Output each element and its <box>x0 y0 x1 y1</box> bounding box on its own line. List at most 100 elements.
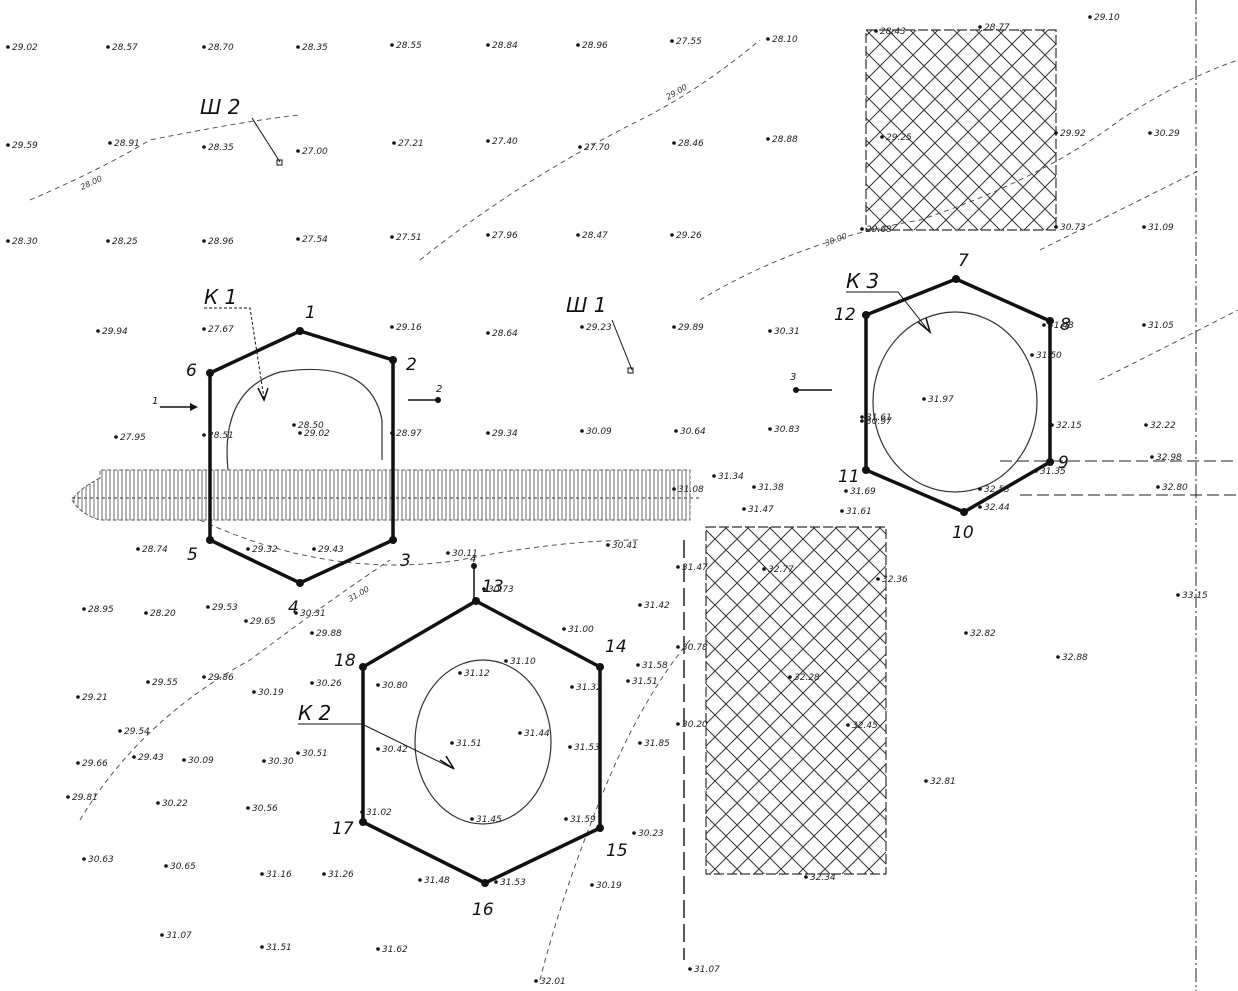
elevation-label: 31.35 <box>1040 467 1066 477</box>
elevation-point <box>144 611 148 615</box>
elevation-label: 31.62 <box>382 945 408 955</box>
hexagon-k3 <box>862 275 1054 516</box>
elevation-label: 32.15 <box>1056 421 1082 431</box>
elevation-point <box>924 779 928 783</box>
elevation-label: 28.70 <box>208 43 234 53</box>
elevation-label: 32.53 <box>984 485 1010 495</box>
elevation-label: 28.46 <box>678 139 704 149</box>
elevation-point <box>486 431 490 435</box>
elevation-point <box>1142 323 1146 327</box>
elevation-point <box>6 239 10 243</box>
elevation-label: 32.36 <box>882 575 908 585</box>
elevation-point <box>202 145 206 149</box>
elevation-point <box>860 419 864 423</box>
elevation-point <box>1042 323 1046 327</box>
elevation-point <box>562 627 566 631</box>
elevation-point <box>146 680 150 684</box>
elevation-label: 31.50 <box>1036 351 1062 361</box>
elevation-label: 31.32 <box>576 683 602 693</box>
label-k2: К 2 <box>298 701 331 725</box>
elevation-point <box>458 671 462 675</box>
vertex-label: 8 <box>1060 315 1071 335</box>
elevation-point <box>752 485 756 489</box>
elevation-label: 30.11 <box>452 549 478 559</box>
elevation-label: 30.73 <box>488 585 514 595</box>
elevation-label: 32.45 <box>852 721 878 731</box>
elevation-point <box>252 690 256 694</box>
elevation-point <box>672 487 676 491</box>
elevation-point <box>768 427 772 431</box>
elevation-label: 29.92 <box>1060 129 1086 139</box>
elevation-point <box>518 731 522 735</box>
elevation-label: 30.20 <box>682 720 708 730</box>
arrow-label: 3 <box>790 372 796 383</box>
elevation-point <box>296 149 300 153</box>
elevation-point <box>672 325 676 329</box>
elevation-label: 30.31 <box>300 609 326 619</box>
elevation-label: 32.34 <box>810 873 836 883</box>
elevation-point <box>164 864 168 868</box>
elevation-label: 30.97 <box>866 417 892 427</box>
elevation-label: 32.01 <box>540 977 566 987</box>
elevation-point <box>486 43 490 47</box>
elevation-label: 29.34 <box>492 429 518 439</box>
vertex-label: 13 <box>482 577 504 597</box>
elevation-label: 31.58 <box>642 661 668 671</box>
elevation-point <box>580 325 584 329</box>
elevation-label: 29.55 <box>152 678 178 688</box>
elevation-label: 29.02 <box>12 43 38 53</box>
arrow-label: 1 <box>152 396 158 407</box>
elevation-point <box>568 745 572 749</box>
vertex-label: 12 <box>834 305 856 325</box>
elevation-point <box>390 431 394 435</box>
elevation-point <box>922 397 926 401</box>
elevation-point <box>376 683 380 687</box>
elevation-label: 31.61 <box>866 413 892 423</box>
elevation-label: 30.19 <box>596 881 622 891</box>
elevation-label: 30.83 <box>774 425 800 435</box>
elevation-label: 32.98 <box>1156 453 1182 463</box>
elevation-point <box>312 547 316 551</box>
elevation-point <box>580 429 584 433</box>
elevation-label: 32.44 <box>984 503 1010 513</box>
elevation-label: 31.53 <box>574 743 600 753</box>
elevation-label: 29.65 <box>250 617 276 627</box>
elevation-label: 31.85 <box>644 739 670 749</box>
vertex-label: 10 <box>952 523 974 543</box>
elevation-point <box>860 415 864 419</box>
elevation-point <box>470 817 474 821</box>
elevation-point <box>66 795 70 799</box>
label-k1: К 1 <box>204 285 237 309</box>
elevation-point <box>636 663 640 667</box>
elevation-label: 28.97 <box>396 429 422 439</box>
elevation-point <box>486 233 490 237</box>
vertex-label: 2 <box>406 355 417 375</box>
elevation-point <box>310 681 314 685</box>
vertex-label: 14 <box>605 637 627 657</box>
elevation-label: 27.21 <box>398 139 424 149</box>
elevation-label: 30.19 <box>258 688 284 698</box>
elevation-point <box>1054 131 1058 135</box>
elevation-label: 31.53 <box>500 878 526 888</box>
elevation-label: 28.50 <box>298 421 324 431</box>
elevation-label: 30.29 <box>1154 129 1180 139</box>
elevation-label: 29.88 <box>316 629 342 639</box>
elevation-point <box>788 675 792 679</box>
elevation-point <box>638 603 642 607</box>
elevation-label: 30.78 <box>682 643 708 653</box>
elevation-point <box>390 325 394 329</box>
elevation-point <box>160 933 164 937</box>
elevation-point <box>712 474 716 478</box>
elevation-point <box>768 329 772 333</box>
elevation-label: 28.10 <box>772 35 798 45</box>
elevation-point <box>1176 593 1180 597</box>
elevation-label: 27.67 <box>208 325 234 335</box>
elevation-label: 31.97 <box>928 395 954 405</box>
elevation-point <box>202 327 206 331</box>
elevation-label: 30.80 <box>382 681 408 691</box>
vertex-label: 17 <box>332 819 354 839</box>
elevation-point <box>688 967 692 971</box>
elevation-label: 27.54 <box>302 235 328 245</box>
vertex-label: 15 <box>606 841 628 861</box>
arrow-label: 2 <box>436 384 442 395</box>
